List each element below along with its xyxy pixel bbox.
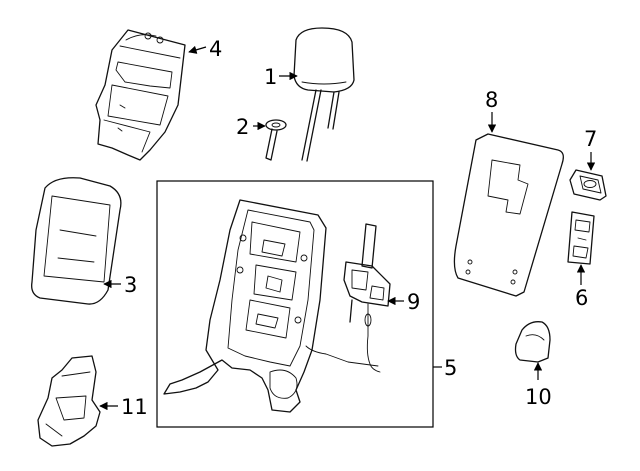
part-3-cushion-cover — [31, 177, 122, 305]
part-8-trim-panel — [453, 133, 564, 297]
part-6-bezel — [567, 211, 595, 265]
seatback-frame — [163, 199, 327, 413]
callout-5: 5 — [444, 356, 457, 380]
callout-11: 11 — [121, 395, 148, 419]
part-11-bracket — [37, 355, 101, 447]
callout-7: 7 — [584, 127, 597, 151]
callout-3: 3 — [124, 273, 137, 297]
part-9-latch-assembly — [305, 223, 391, 373]
callout-8: 8 — [485, 88, 498, 112]
callout-9: 9 — [407, 290, 420, 314]
callout-6: 6 — [575, 286, 588, 310]
leader-lines — [99, 45, 596, 411]
callout-2: 2 — [236, 115, 249, 139]
part-7-release-button — [569, 169, 607, 201]
callout-4: 4 — [209, 37, 222, 61]
part-2-pin — [265, 119, 287, 161]
callout-1: 1 — [264, 65, 277, 89]
part-1-headrest — [293, 27, 355, 162]
part-5-assembly-box — [156, 180, 434, 428]
part-4-seatback-panel — [95, 29, 186, 161]
callout-10: 10 — [525, 385, 552, 409]
part-10-cap — [514, 321, 551, 363]
